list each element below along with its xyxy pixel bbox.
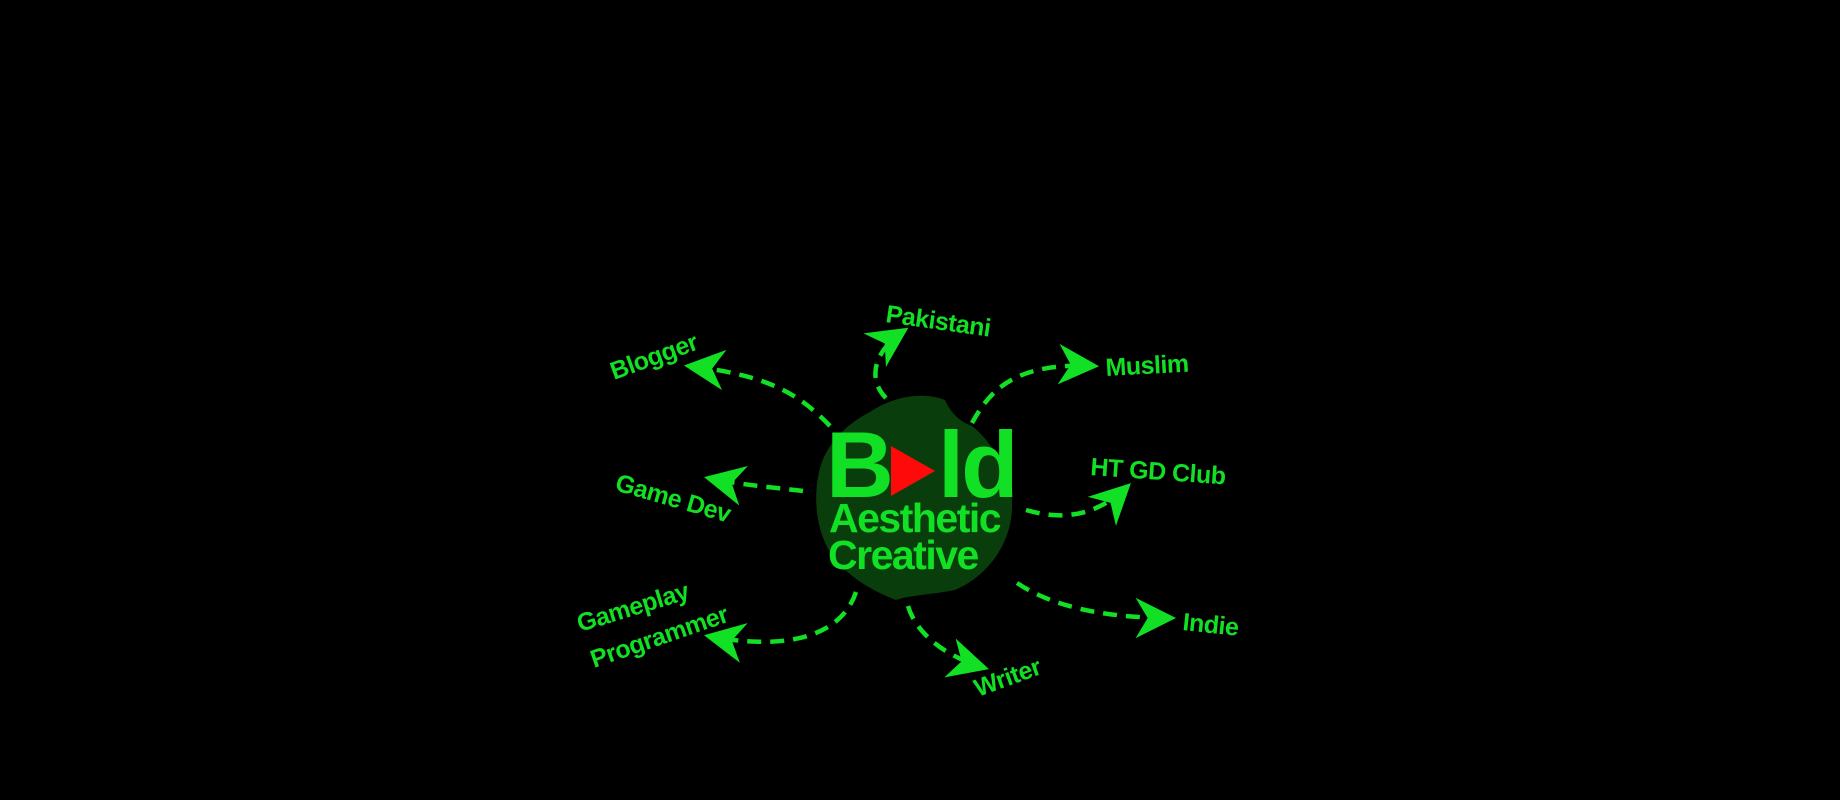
node-muslim: Muslim [1105, 350, 1189, 382]
node-blogger: Blogger [606, 328, 702, 386]
arrow-to-ht-gd-club [1025, 483, 1131, 526]
logo-word-end: ld [938, 412, 1016, 517]
node-indie: Indie [1181, 608, 1240, 642]
arrow-to-indie [1015, 581, 1177, 639]
logo-line-creative: Creative [828, 532, 979, 578]
arrow-to-blogger [683, 349, 832, 428]
arrow-to-gameplay-programmer [704, 591, 859, 663]
play-icon [891, 446, 935, 496]
node-ht-gd-club: HT GD Club [1090, 453, 1227, 490]
logo-line-aesthetic: Aesthetic [829, 495, 1001, 541]
arrow-to-game-dev [704, 466, 804, 506]
node-writer: Writer [970, 653, 1045, 703]
logo-word-start: B [826, 412, 891, 517]
connector-arrows [683, 327, 1177, 678]
arrow-to-writer [905, 605, 989, 678]
logo-emblem: B ld Aesthetic Creative [816, 395, 1019, 600]
emblem-shape [816, 395, 1013, 600]
arrow-to-pakistani [863, 327, 909, 400]
arrow-to-muslim [970, 343, 1100, 425]
node-pakistani: Pakistani [884, 300, 992, 342]
node-game-dev: Game Dev [612, 469, 734, 529]
